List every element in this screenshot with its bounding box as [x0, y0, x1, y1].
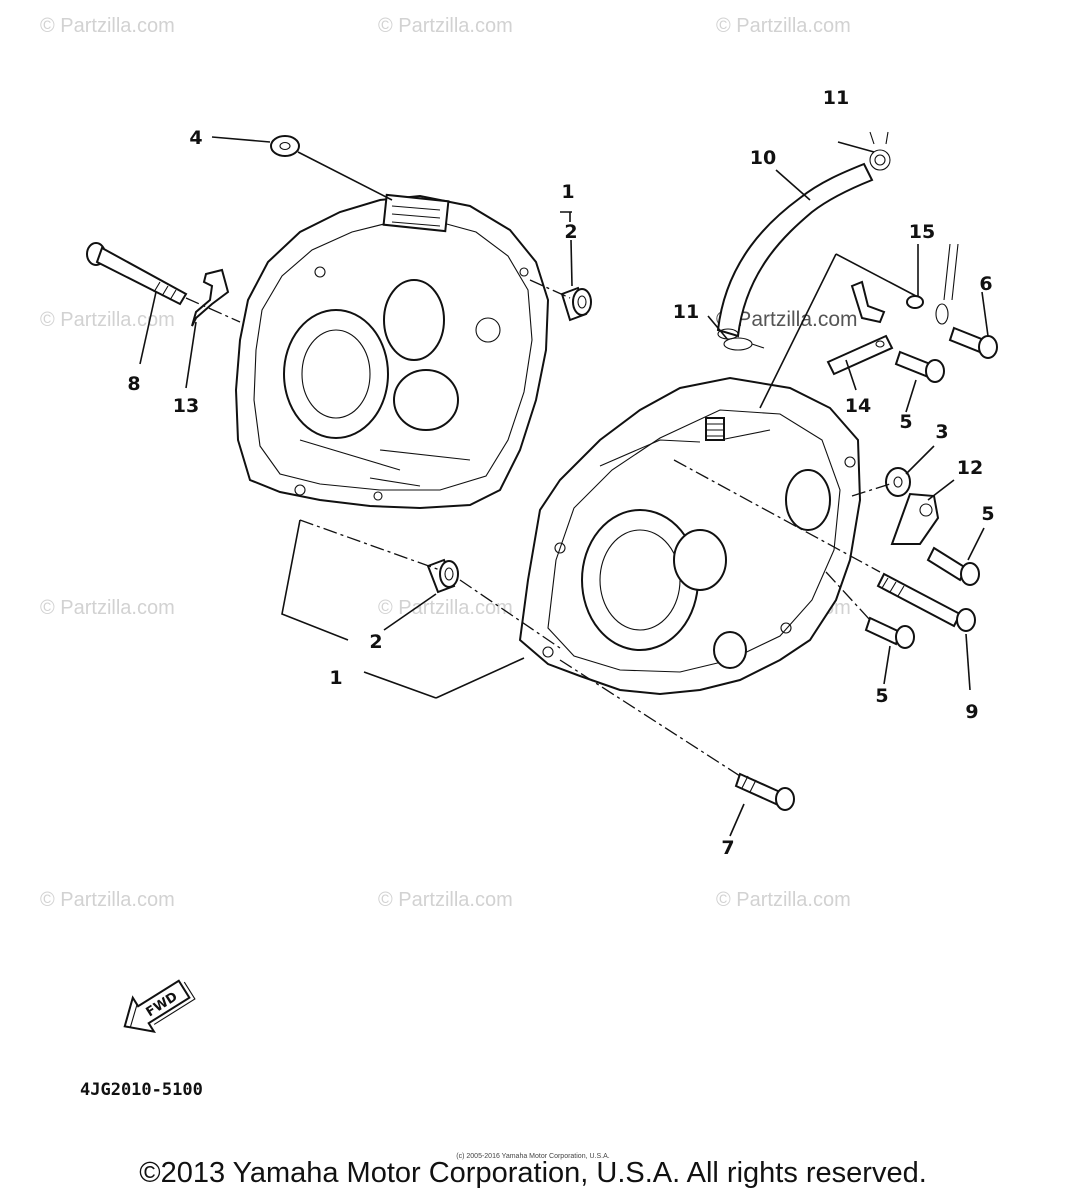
callout-9: 9	[965, 701, 978, 723]
callout-13: 13	[173, 395, 199, 417]
callout-4: 4	[189, 127, 202, 149]
hose-clip-11-mid	[723, 337, 765, 351]
small-parts	[86, 131, 998, 811]
callout-12: 12	[957, 457, 983, 479]
diagram-reference-code: 4JG2010-5100	[80, 1080, 203, 1100]
watermark: © Partzilla.com	[40, 597, 175, 619]
callout-3: 3	[935, 421, 948, 443]
bracket-12	[890, 492, 940, 545]
callout-10: 10	[750, 147, 776, 169]
watermark: © Partzilla.com	[716, 889, 851, 911]
hose-10	[716, 162, 874, 338]
fwd-arrow-icon: FWD	[123, 979, 196, 1034]
washer-4	[270, 135, 300, 157]
watermark: © Partzilla.com	[378, 597, 513, 619]
dowel-pin-2-top	[560, 286, 592, 322]
callout-1: 1	[561, 181, 574, 203]
watermark: © Partzilla.com	[40, 15, 175, 37]
bolt-5-lower	[864, 616, 915, 649]
callout-14: 14	[845, 395, 871, 417]
callout-2: 2	[369, 631, 382, 653]
dowel-pin-2-bottom	[426, 558, 459, 594]
watermark: © Partzilla.com	[40, 309, 175, 331]
leader-lines	[139, 136, 989, 837]
callout-11: 11	[673, 301, 699, 323]
hose-clip-11-top	[869, 131, 891, 171]
watermark: © Partzilla.com	[378, 15, 513, 37]
watermark: © Partzilla.com	[716, 308, 858, 331]
callout-2: 2	[564, 221, 577, 243]
copyright-notice: ©2013 Yamaha Motor Corporation, U.S.A. A…	[139, 1157, 927, 1189]
clamp-13	[191, 268, 230, 327]
callout-5: 5	[899, 411, 912, 433]
bolt-8	[86, 242, 188, 306]
crankcase-left-half	[234, 193, 550, 510]
callout-5: 5	[875, 685, 888, 707]
callout-7: 7	[721, 837, 734, 859]
fine-print: (c) 2005-2016 Yamaha Motor Corporation, …	[456, 1153, 609, 1160]
bolt-7	[734, 772, 795, 811]
bolt-6	[948, 326, 998, 359]
callout-15: 15	[909, 221, 935, 243]
crankcase-right-half	[518, 376, 862, 696]
cable-holder-15	[850, 243, 959, 325]
callout-1: 1	[329, 667, 342, 689]
bolt-5-upper	[894, 350, 945, 383]
callout-11: 11	[823, 87, 849, 109]
watermark: © Partzilla.com	[40, 889, 175, 911]
callout-5: 5	[981, 503, 994, 525]
callout-8: 8	[127, 373, 140, 395]
washer-3	[885, 467, 911, 497]
callout-labels: 1 2 4 8 13 11 10 15 6 11 14 5 3 12 5 2 1…	[127, 87, 994, 859]
watermark: © Partzilla.com	[716, 15, 851, 37]
callout-6: 6	[979, 273, 992, 295]
watermark: © Partzilla.com	[378, 889, 513, 911]
bolt-9	[876, 572, 976, 632]
bolt-5-right	[926, 546, 980, 586]
